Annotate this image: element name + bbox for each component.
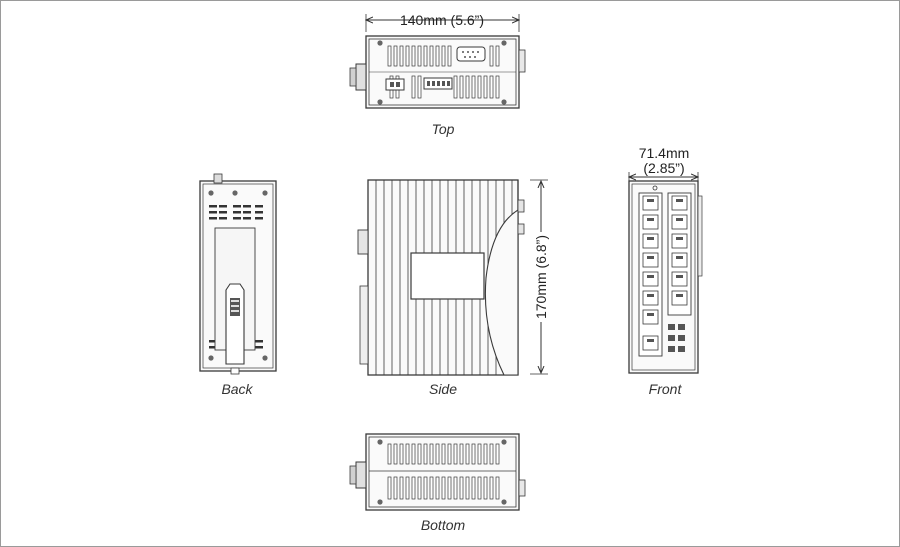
height-dimension-label: 170mm (6.8”)	[533, 235, 549, 319]
bottom-view-label: Bottom	[421, 517, 466, 533]
front-view: 71.4mm (2.85”)	[629, 145, 703, 397]
top-view: 140mm (5.6”)	[349, 12, 526, 137]
back-view: Back	[199, 173, 277, 397]
bottom-view: Bottom	[349, 433, 526, 533]
depth-dimension-label-in: (2.85”)	[643, 160, 684, 176]
side-view-label: Side	[429, 381, 457, 397]
depth-dimension-label-mm: 71.4mm	[639, 145, 690, 161]
side-view: 170mm (6.8”) Side	[357, 179, 549, 397]
width-dimension-label: 140mm (5.6”)	[400, 12, 484, 28]
top-view-label: Top	[432, 121, 455, 137]
back-view-label: Back	[221, 381, 253, 397]
front-view-label: Front	[649, 381, 683, 397]
